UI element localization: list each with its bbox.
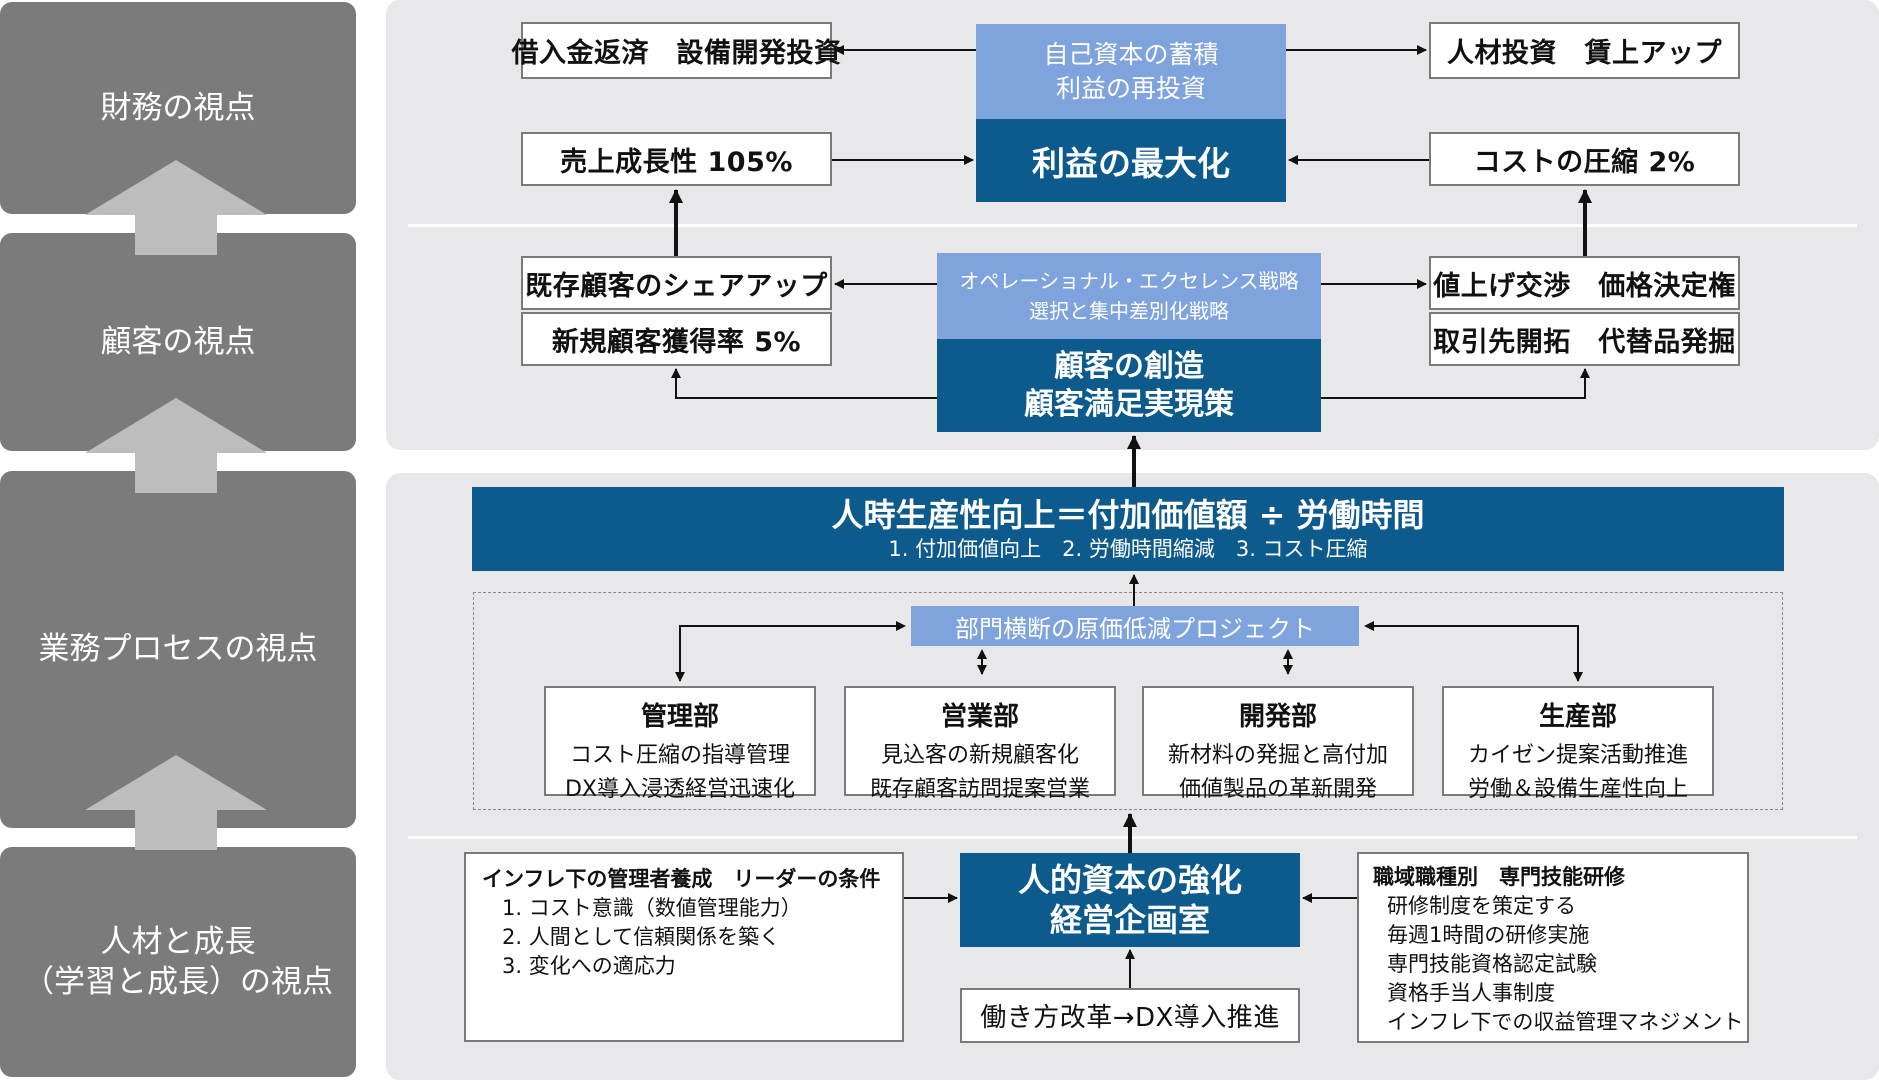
cost-project-label: 部門横断の原価低減プロジェクト [955,614,1315,643]
customer-creation-line-1: 顧客の創造 [1054,348,1204,384]
manager-training-item: 2. 人間として信頼関係を築く [502,925,781,949]
arrow-to-supplier [1321,368,1590,399]
skill-training-item: 専門技能資格認定試験 [1387,952,1597,976]
arrow-project-admin [675,621,906,682]
work-reform-label: 働き方改革→DX導入推進 [980,1003,1280,1033]
loan-investment-label: 借入金返済 設備開発投資 [511,38,842,69]
staff-investment-box: 人材投資 賃上アップ [1429,22,1740,79]
supplier-box: 取引先開拓 代替品発掘 [1429,312,1740,366]
supplier-label: 取引先開拓 代替品発掘 [1433,326,1736,358]
up-arrow-icon [85,160,267,255]
strategy-line-2: 選択と集中差別化戦略 [1029,299,1229,323]
strategy-line-1: オペレーショナル・エクセレンス戦略 [959,269,1299,293]
skill-training-item: 研修制度を策定する [1387,894,1576,918]
department-line: 既存顧客訪問提案営業 [869,777,1090,802]
department-name: 生産部 [1538,702,1617,732]
department-line: カイゼン提案活動推進 [1467,743,1688,768]
department-line: 見込客の新規顧客化 [880,743,1079,768]
department-sales: 営業部 見込客の新規顧客化 既存顧客訪問提案営業 [844,686,1116,802]
perspective-customer-label: 顧客の視点 [100,323,256,360]
manager-training-box: インフレ下の管理者養成 リーダーの条件 1. コスト意識（数値管理能力） 2. … [464,852,904,1042]
perspective-learning-label-2: （学習と成長）の視点 [23,964,333,1000]
perspective-financial-label: 財務の視点 [100,89,256,126]
new-customer-box: 新規顧客獲得率 5% [521,312,832,366]
panel-divider [408,224,1857,227]
price-negotiation-label: 値上げ交渉 価格決定権 [1433,270,1736,302]
department-name: 開発部 [1238,702,1317,732]
skill-training-item: 資格手当人事制度 [1387,981,1555,1005]
manager-training-item: 3. 変化への適応力 [502,954,676,978]
skill-training-item: 毎週1時間の研修実施 [1387,923,1590,947]
human-capital-line-2: 経営企画室 [1049,901,1210,939]
department-line: 新材料の発掘と高付加 [1167,743,1388,768]
perspective-process-label: 業務プロセスの視点 [38,631,318,668]
skill-training-box: 職域職種別 専門技能研修 研修制度を策定する 毎週1時間の研修実施 専門技能資格… [1357,852,1749,1043]
equity-reinvest-box: 自己資本の蓄積 利益の再投資 [976,24,1286,119]
up-arrow-icon [85,755,267,850]
equity-line-1: 自己資本の蓄積 [1043,39,1219,69]
sales-growth-box: 売上成長性 105% [521,132,832,186]
arrow-project-production [1364,621,1583,682]
department-development: 開発部 新材料の発掘と高付加 価値製品の革新開発 [1142,686,1414,802]
department-line: コスト圧縮の指導管理 [569,743,790,768]
skill-training-item: インフレ下での収益管理マネジメント [1387,1010,1744,1034]
cost-project-box: 部門横断の原価低減プロジェクト [911,606,1359,646]
existing-share-label: 既存顧客のシェアアップ [525,270,828,302]
price-negotiation-box: 値上げ交渉 価格決定権 [1429,256,1740,310]
work-reform-box: 働き方改革→DX導入推進 [960,988,1300,1043]
arrow-to-new-customer [671,368,937,399]
department-admin: 管理部 コスト圧縮の指導管理 DX導入浸透経営迅速化 [544,686,816,802]
profit-maximization-label: 利益の最大化 [1032,143,1230,183]
department-line: DX導入浸透経営迅速化 [564,777,795,802]
customer-creation-box: 顧客の創造 顧客満足実現策 [937,339,1321,432]
manager-training-title: インフレ下の管理者養成 リーダーの条件 [482,867,881,891]
department-name: 管理部 [640,702,719,732]
department-line: 価値製品の革新開発 [1178,777,1377,802]
productivity-banner: 人時生産性向上＝付加価値額 ÷ 労働時間 1. 付加価値向上 2. 労働時間縮減… [472,487,1784,571]
productivity-subtitle: 1. 付加価値向上 2. 労働時間縮減 3. コスト圧縮 [888,537,1368,561]
productivity-title: 人時生産性向上＝付加価値額 ÷ 労働時間 [831,496,1425,534]
department-name: 営業部 [940,702,1019,732]
panel-divider [408,836,1857,839]
new-customer-label: 新規顧客獲得率 5% [551,326,802,358]
department-line: 労働＆設備生産性向上 [1467,777,1688,802]
human-capital-box: 人的資本の強化 経営企画室 [960,853,1300,947]
skill-training-title: 職域職種別 専門技能研修 [1373,865,1625,889]
up-arrow-icon [85,398,267,493]
cost-reduction-label: コストの圧縮 2% [1473,146,1696,178]
cost-reduction-box: コストの圧縮 2% [1429,132,1740,186]
existing-share-box: 既存顧客のシェアアップ [521,256,832,310]
perspective-learning-label-1: 人材と成長 [100,923,256,960]
department-group [473,592,1783,810]
profit-maximization-box: 利益の最大化 [976,119,1286,202]
department-production: 生産部 カイゼン提案活動推進 労働＆設備生産性向上 [1442,686,1714,802]
loan-investment-box: 借入金返済 設備開発投資 [512,22,841,79]
human-capital-line-1: 人的資本の強化 [1017,861,1242,899]
perspective-learning: 人材と成長 （学習と成長）の視点 [0,847,356,1077]
staff-investment-label: 人材投資 賃上アップ [1447,38,1722,69]
strategy-box: オペレーショナル・エクセレンス戦略 選択と集中差別化戦略 [937,253,1321,339]
sales-growth-label: 売上成長性 105% [560,146,793,178]
customer-creation-line-2: 顧客満足実現策 [1024,386,1234,422]
equity-line-2: 利益の再投資 [1055,73,1206,103]
manager-training-item: 1. コスト意識（数値管理能力） [502,896,802,920]
